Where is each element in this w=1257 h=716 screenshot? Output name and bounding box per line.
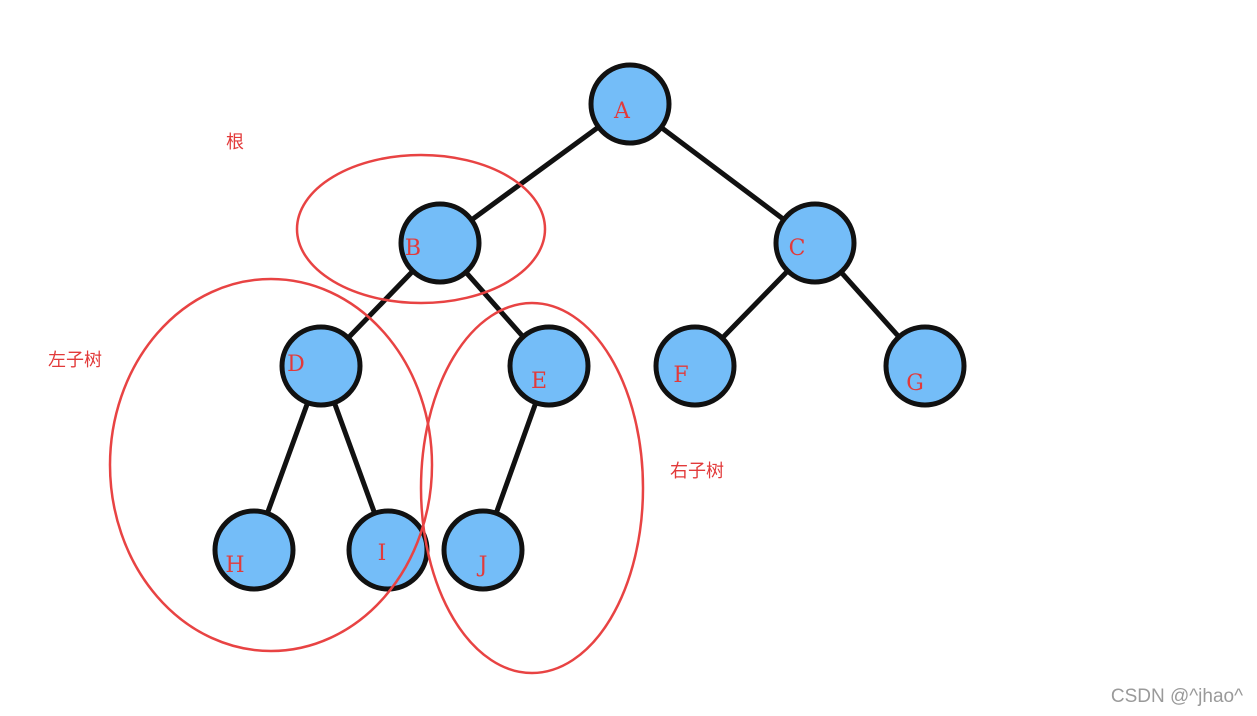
node-circle-g bbox=[883, 324, 967, 408]
node-label-a: A bbox=[613, 99, 631, 124]
node-circle-h bbox=[212, 508, 296, 592]
node-circle-j bbox=[441, 508, 525, 592]
node-label-f: F bbox=[673, 363, 688, 388]
tree-node-j: J bbox=[441, 508, 525, 592]
tree-edges bbox=[251, 101, 928, 553]
tree-node-g: G bbox=[883, 324, 967, 408]
node-label-c: C bbox=[789, 236, 806, 261]
node-circle-c bbox=[773, 201, 857, 285]
right-subtree-ellipse bbox=[419, 301, 645, 675]
root-highlight-ellipse bbox=[295, 153, 547, 305]
tree-node-b: B bbox=[398, 201, 482, 285]
tree-node-a: A bbox=[588, 62, 672, 146]
left-subtree-ellipse bbox=[108, 277, 434, 653]
csdn-watermark: CSDN @^jhao^ bbox=[1110, 686, 1243, 707]
node-label-e: E bbox=[531, 369, 547, 394]
tree-nodes: A B C D E F G H I J bbox=[212, 62, 967, 592]
node-circle-b bbox=[398, 201, 482, 285]
node-label-h: H bbox=[225, 553, 244, 578]
right-subtree-annotation: 右子树 bbox=[670, 461, 724, 482]
node-circle-e bbox=[507, 324, 591, 408]
node-label-i: I bbox=[378, 541, 387, 566]
node-label-b: B bbox=[405, 236, 421, 261]
tree-node-c: C bbox=[773, 201, 857, 285]
node-circle-f bbox=[653, 324, 737, 408]
tree-node-h: H bbox=[212, 508, 296, 592]
node-circle-a bbox=[588, 62, 672, 146]
root-annotation: 根 bbox=[226, 132, 244, 153]
tree-node-d: D bbox=[279, 324, 363, 408]
node-circle-d bbox=[279, 324, 363, 408]
tree-node-e: E bbox=[507, 324, 591, 408]
node-label-g: G bbox=[906, 371, 924, 396]
tree-node-f: F bbox=[653, 324, 737, 408]
left-subtree-annotation: 左子树 bbox=[48, 350, 102, 371]
node-label-j: J bbox=[477, 553, 488, 578]
node-label-d: D bbox=[287, 352, 305, 377]
highlight-regions bbox=[108, 153, 645, 675]
